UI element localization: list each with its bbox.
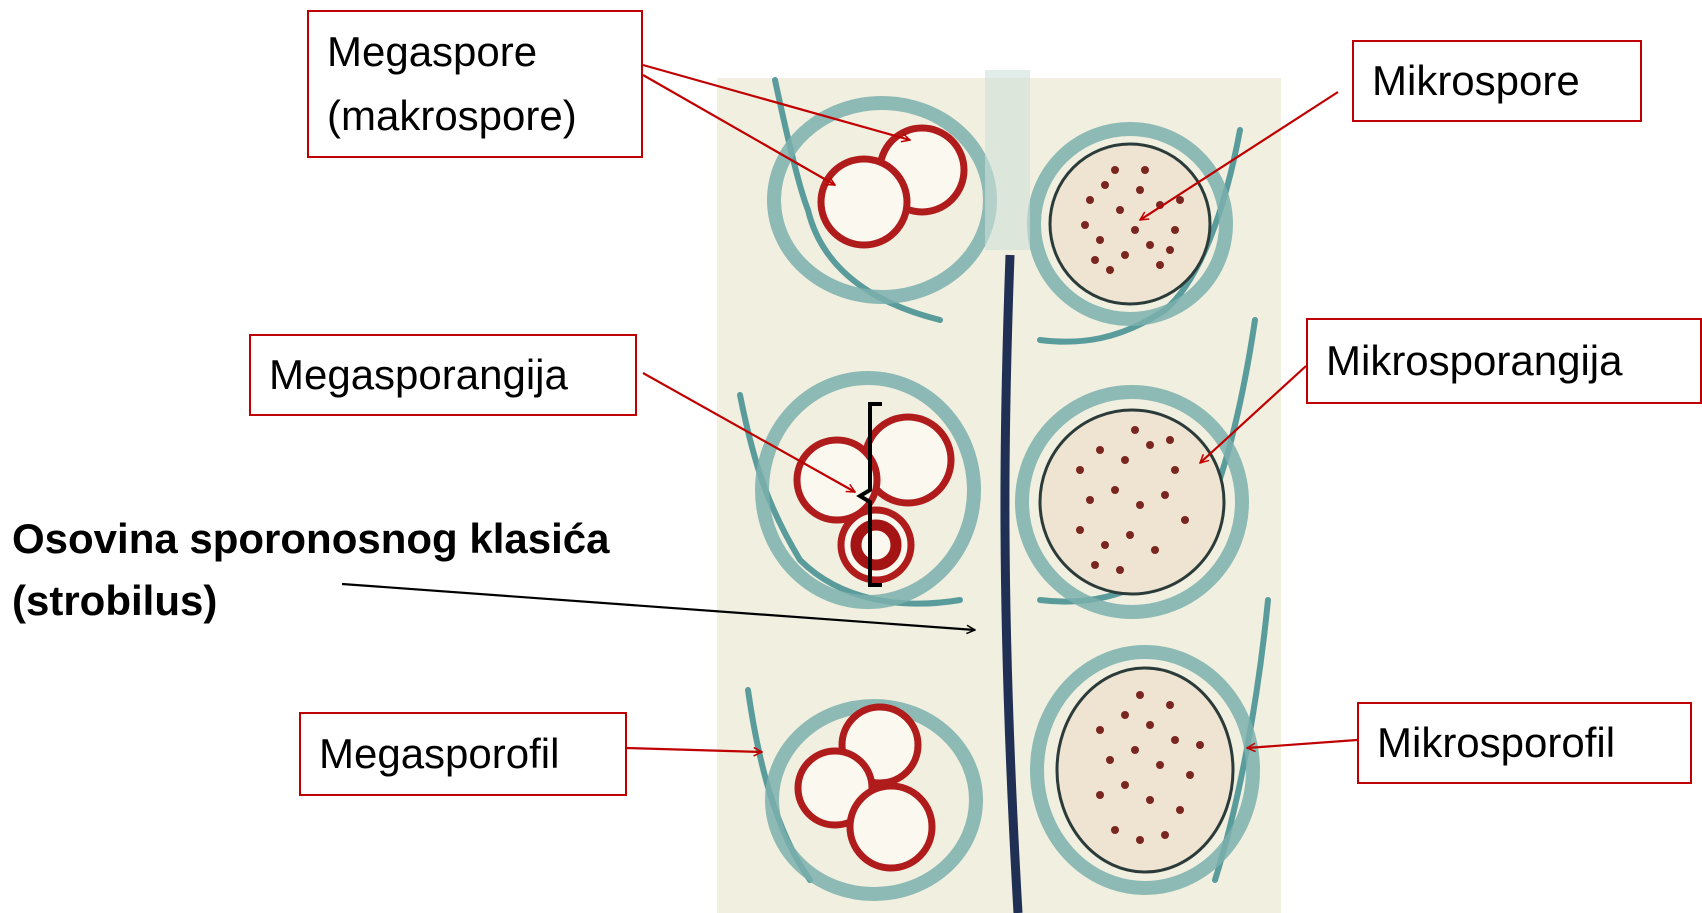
label-megasporofil: Megasporofil — [299, 712, 627, 796]
label-mikrospore: Mikrospore — [1352, 40, 1642, 122]
micrograph-image — [717, 70, 1281, 913]
label-axis-line2: (strobilus) — [12, 570, 610, 632]
label-megaspore-line2: (makrospore) — [327, 84, 623, 148]
label-megaspore-line1: Megaspore — [327, 20, 623, 84]
label-mikrosporangija: Mikrosporangija — [1306, 318, 1702, 404]
label-axis: Osovina sporonosnog klasića (strobilus) — [12, 508, 610, 632]
label-megaspore: Megaspore (makrospore) — [307, 10, 643, 158]
label-megasporangija: Megasporangija — [249, 334, 637, 416]
label-mikrosporofil: Mikrosporofil — [1357, 702, 1692, 784]
label-axis-line1: Osovina sporonosnog klasića — [12, 508, 610, 570]
